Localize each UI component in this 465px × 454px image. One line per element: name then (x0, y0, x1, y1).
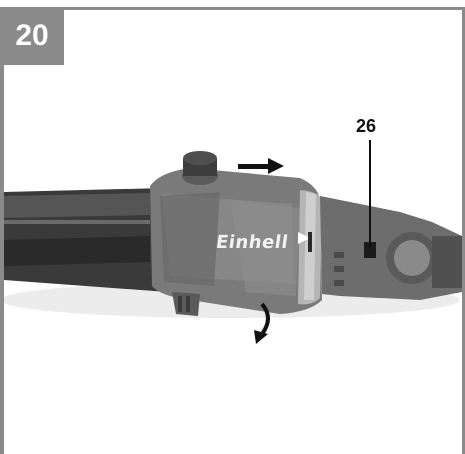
rotating-collar (298, 190, 322, 305)
direction-arrow-right (238, 158, 284, 174)
frame-left-border (0, 7, 4, 454)
figure-number-badge: 20 (0, 7, 64, 65)
callout-label: 26 (356, 116, 377, 136)
top-knob (182, 151, 218, 185)
frame-right-border (462, 7, 465, 454)
rear-knob-inner (394, 240, 430, 276)
rotation-arrow-curved (254, 302, 270, 344)
brand-logo-text: Einhell (214, 232, 290, 253)
rear-housing (320, 196, 462, 300)
motor-housing (150, 168, 322, 314)
frame-top-border (0, 7, 465, 10)
blade-bar (4, 188, 168, 292)
lock-button (364, 242, 376, 258)
housing-foot (172, 292, 200, 316)
collar-arrow-marker (298, 232, 310, 244)
